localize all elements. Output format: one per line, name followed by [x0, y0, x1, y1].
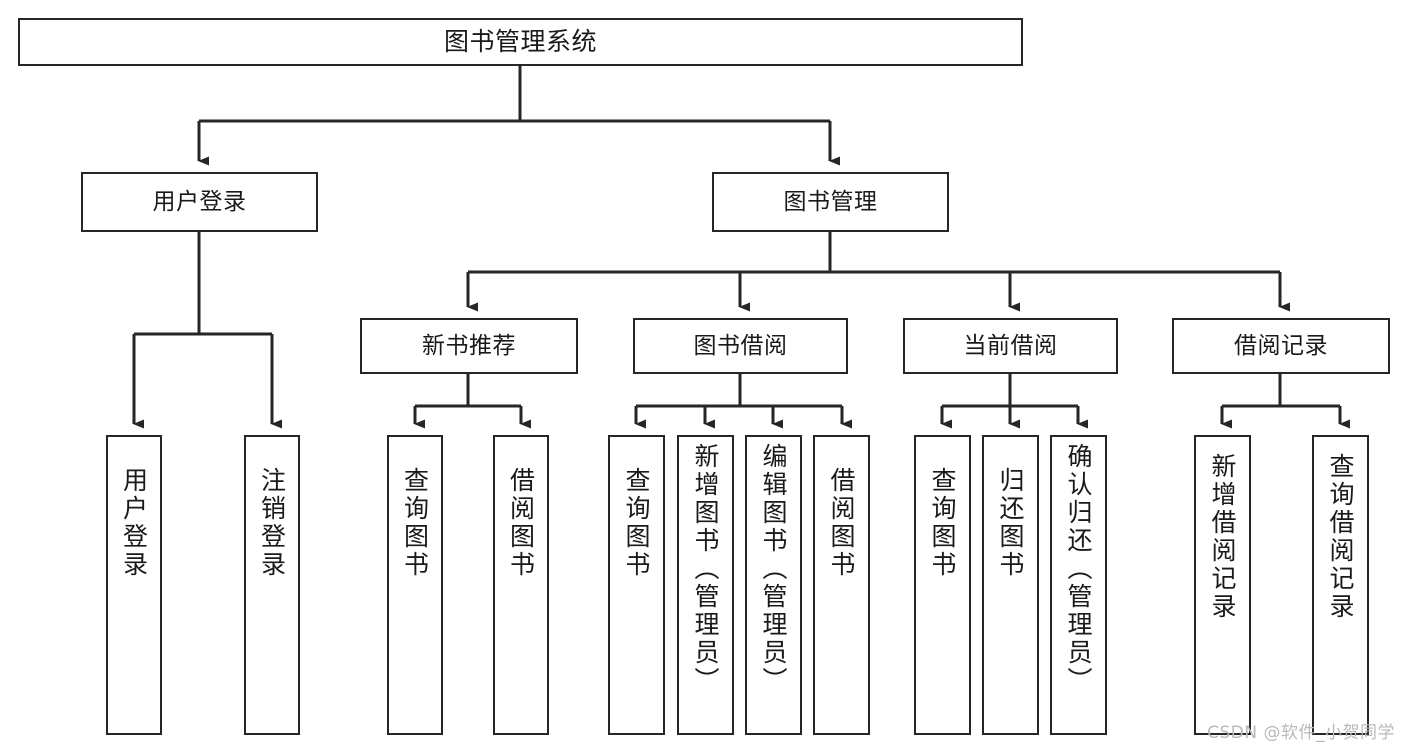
- node-leaf-borrow-book-2[interactable]: 借阅图书: [813, 435, 870, 735]
- node-leaf-query-record[interactable]: 查询借阅记录: [1312, 435, 1369, 735]
- node-leaf-user-login-label: 用户登录: [119, 467, 149, 579]
- node-leaf-edit-book[interactable]: 编辑图书（管理员）: [745, 435, 802, 735]
- node-leaf-borrow-book-1-label: 借阅图书: [506, 467, 536, 579]
- node-borrow-record[interactable]: 借阅记录: [1172, 318, 1390, 374]
- csdn-watermark: CSDN @软件_小贺同学: [1207, 723, 1395, 743]
- node-root-label: 图书管理系统: [443, 27, 597, 57]
- node-book-management-label: 图书管理: [783, 188, 878, 215]
- node-new-book-recommend[interactable]: 新书推荐: [360, 318, 578, 374]
- node-leaf-query-book-1[interactable]: 查询图书: [387, 435, 443, 735]
- node-leaf-query-book-1-label: 查询图书: [400, 467, 430, 579]
- node-current-borrow[interactable]: 当前借阅: [903, 318, 1118, 374]
- node-leaf-confirm-return[interactable]: 确认归还（管理员）: [1050, 435, 1107, 735]
- node-current-borrow-label: 当前借阅: [963, 332, 1058, 359]
- node-user-login-label: 用户登录: [152, 188, 247, 215]
- node-leaf-return-book[interactable]: 归还图书: [982, 435, 1039, 735]
- node-user-login[interactable]: 用户登录: [81, 172, 318, 232]
- node-leaf-query-book-3[interactable]: 查询图书: [914, 435, 971, 735]
- node-leaf-return-book-label: 归还图书: [996, 467, 1025, 579]
- node-leaf-add-book-label: 新增图书（管理员）: [691, 443, 720, 695]
- node-leaf-confirm-return-label: 确认归还（管理员）: [1064, 443, 1093, 695]
- node-leaf-add-record[interactable]: 新增借阅记录: [1194, 435, 1251, 735]
- node-leaf-query-book-2[interactable]: 查询图书: [608, 435, 665, 735]
- node-leaf-add-book[interactable]: 新增图书（管理员）: [677, 435, 734, 735]
- node-root[interactable]: 图书管理系统: [18, 18, 1023, 66]
- node-leaf-add-record-label: 新增借阅记录: [1208, 453, 1237, 621]
- node-leaf-query-book-2-label: 查询图书: [622, 467, 651, 579]
- node-book-borrow-label: 图书借阅: [693, 332, 788, 359]
- node-leaf-borrow-book-1[interactable]: 借阅图书: [493, 435, 549, 735]
- node-book-borrow[interactable]: 图书借阅: [633, 318, 848, 374]
- node-borrow-record-label: 借阅记录: [1234, 332, 1328, 359]
- node-leaf-borrow-book-2-label: 借阅图书: [827, 467, 856, 579]
- node-leaf-query-book-3-label: 查询图书: [928, 467, 957, 579]
- node-leaf-logout-login[interactable]: 注销登录: [244, 435, 300, 735]
- node-leaf-query-record-label: 查询借阅记录: [1326, 453, 1355, 621]
- node-new-book-recommend-label: 新书推荐: [422, 332, 516, 359]
- node-book-management[interactable]: 图书管理: [712, 172, 949, 232]
- node-leaf-edit-book-label: 编辑图书（管理员）: [759, 443, 788, 695]
- node-leaf-user-login[interactable]: 用户登录: [106, 435, 162, 735]
- node-leaf-logout-login-label: 注销登录: [257, 467, 287, 579]
